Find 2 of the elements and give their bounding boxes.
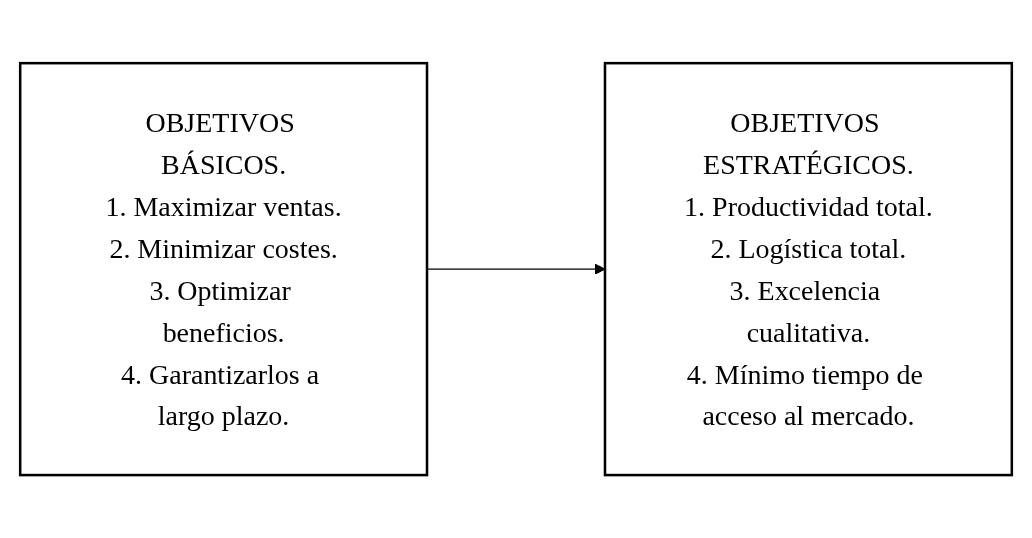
node-box: OBJETIVOS BÁSICOS. 1. Maximizar ventas. 2. Minimizar costes. 3. Optimizar beneficios. 4. Garantizarlos a largo plazo. <box>18 61 429 477</box>
node-box: OBJETIVOS ESTRATÉGICOS. 1. Productividad total. 2. Logística total. 3. Excelencia cualitativa. 4. Mínimo tiempo de acceso al mercado. <box>603 61 1014 477</box>
